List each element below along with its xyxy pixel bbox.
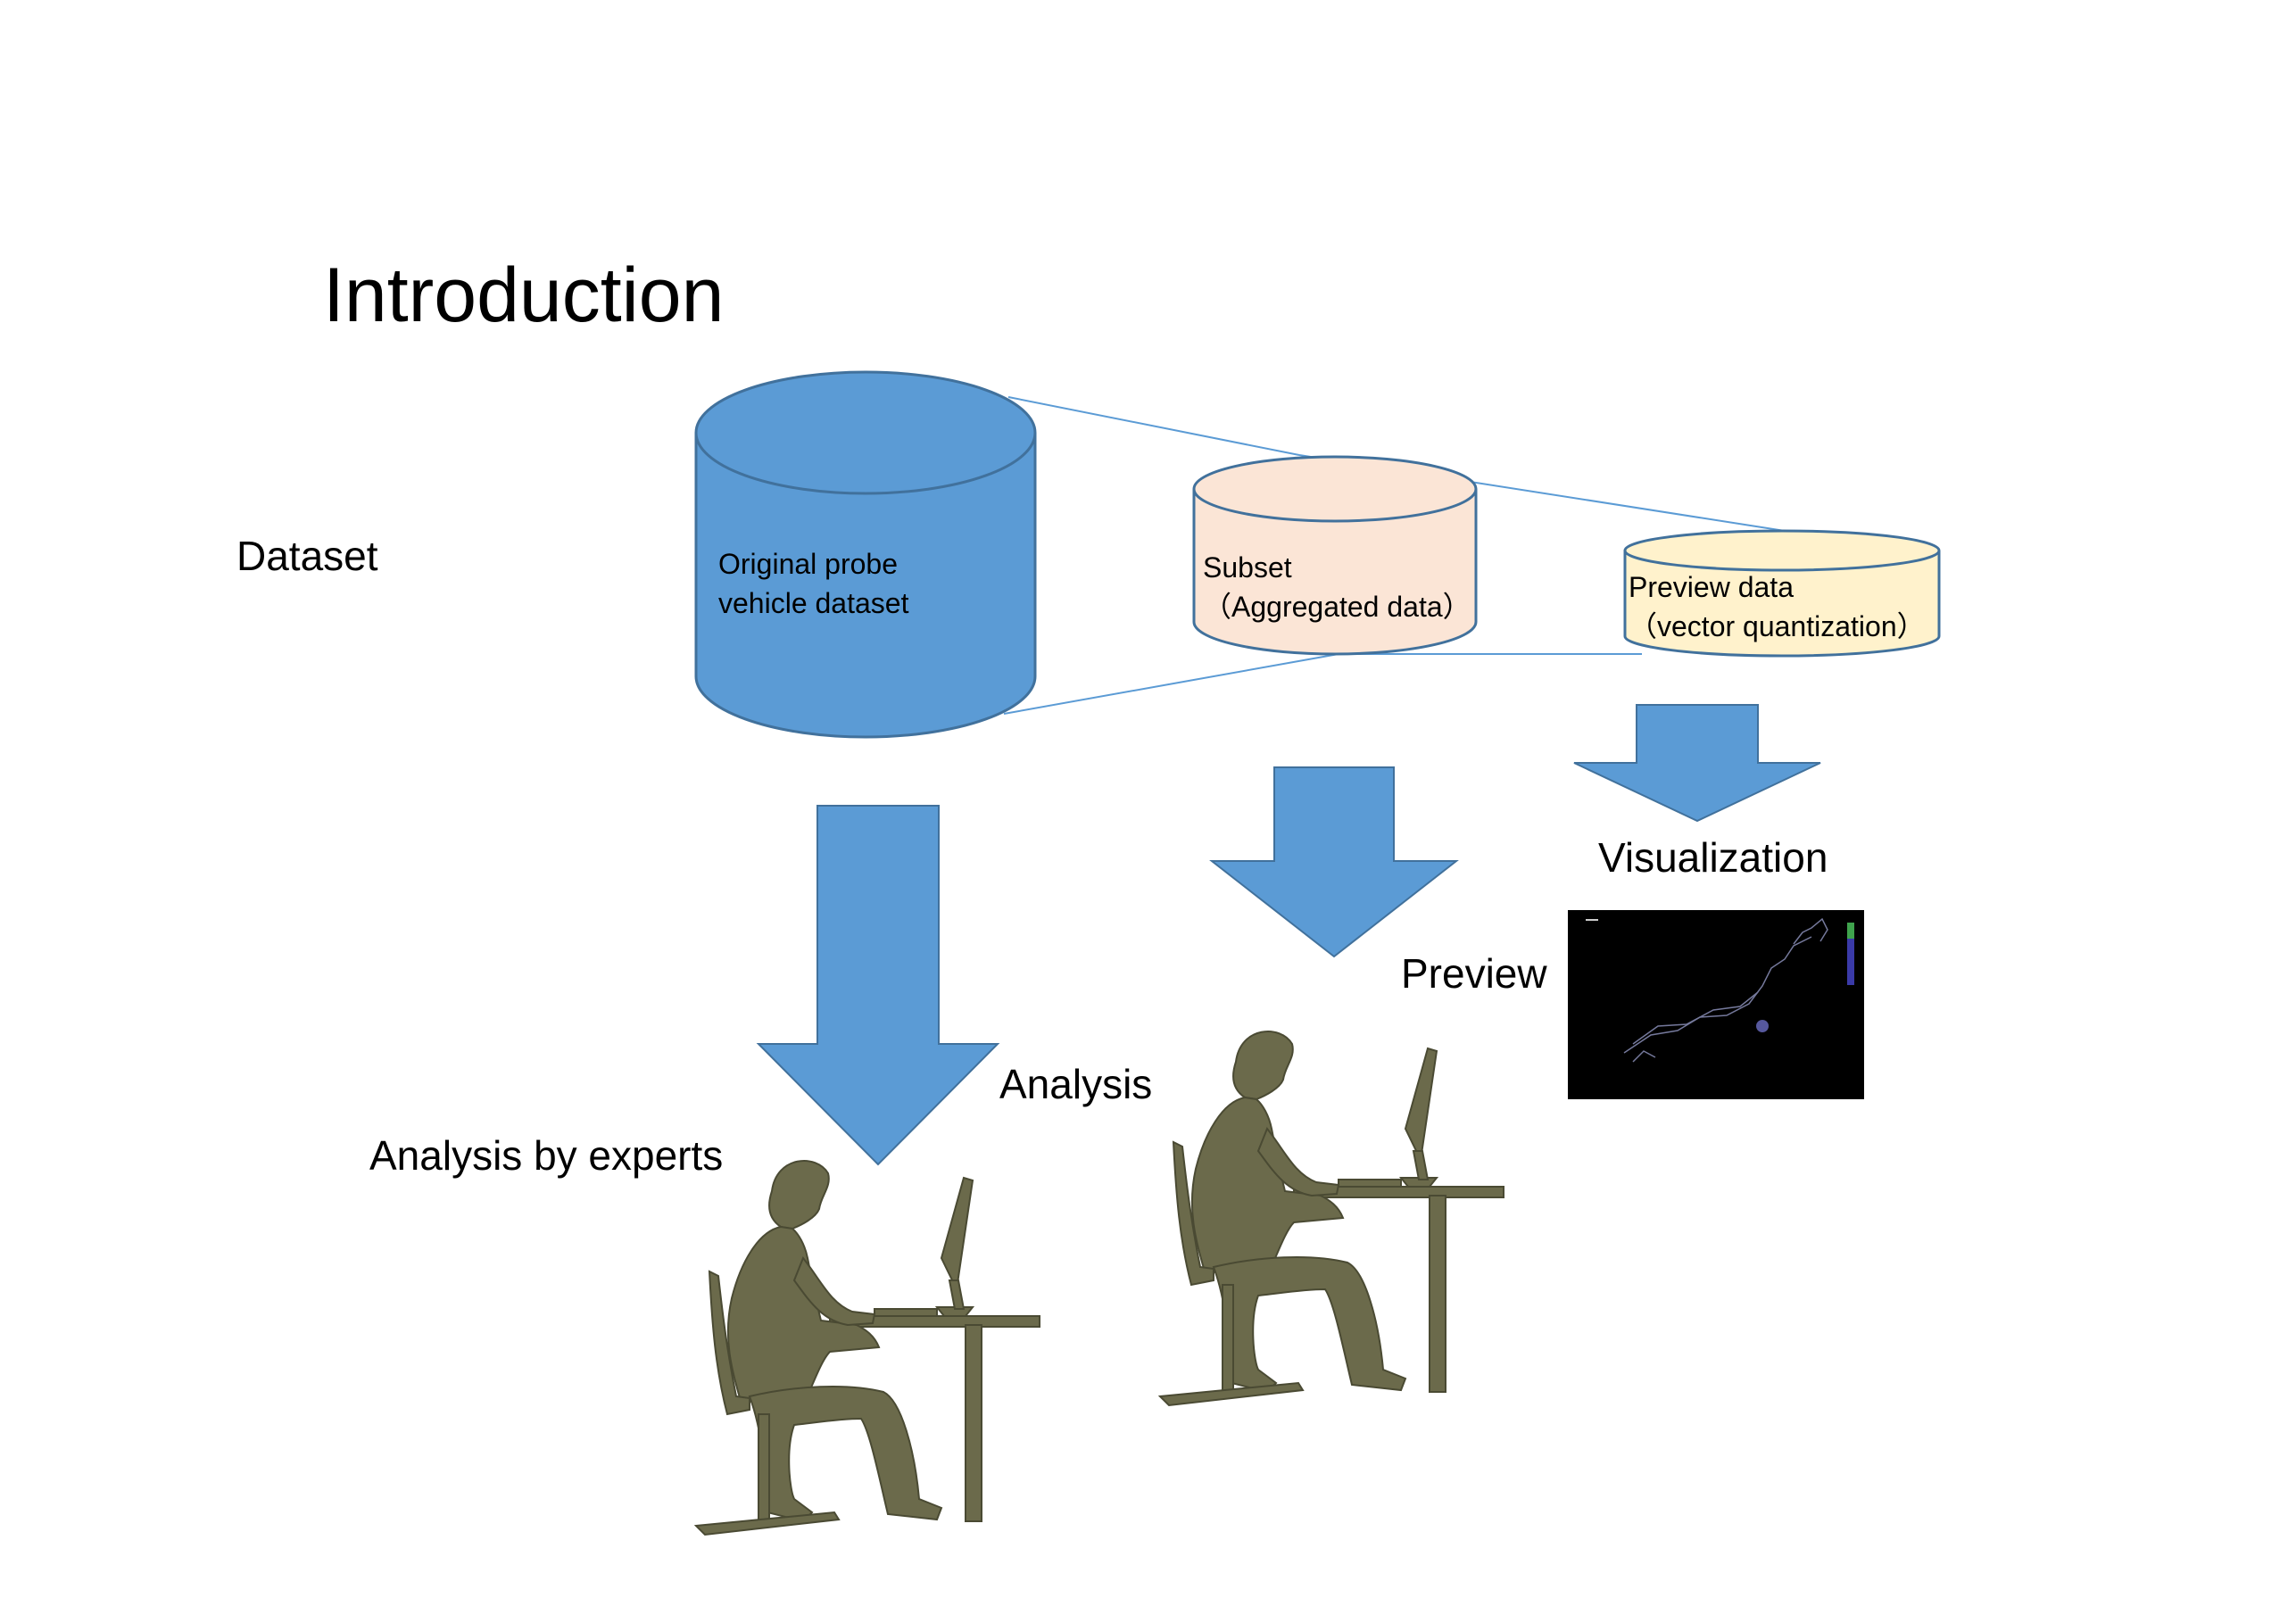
subset-label-line2: （Aggregated data） [1203,591,1471,623]
dataset-label: Dataset [236,533,378,579]
arrow-analysis-by-experts [756,805,1000,1166]
subset-label-line1: Subset [1203,551,1292,584]
original-dataset-label: Original probe vehicle dataset [718,544,908,623]
slide-title: Introduction [323,253,725,338]
analysis-by-experts-label: Analysis by experts [369,1132,724,1179]
preview-data-label-line1: Preview data [1629,571,1794,603]
original-dataset-label-line1: Original probe [718,548,898,580]
visualization-label: Visualization [1598,834,1828,881]
visualization-thumbnail [1568,910,1864,1099]
person-at-computer-left-icon [693,1160,1040,1536]
original-dataset-label-line2: vehicle dataset [718,587,909,619]
arrow-analysis [1209,766,1459,958]
arrow-visualization [1573,704,1821,823]
japan-map-thumbnail [1623,917,1828,1063]
subset-cylinder [1192,455,1478,656]
preview-data-cylinder [1623,529,1941,658]
preview-data-label: Preview data （vector quantization） [1629,567,1926,646]
subset-label: Subset （Aggregated data） [1203,548,1471,626]
preview-data-label-line2: （vector quantization） [1629,610,1926,642]
analysis-label: Analysis [999,1061,1153,1107]
original-dataset-cylinder [694,370,1037,739]
person-at-computer-middle-icon [1157,1031,1504,1407]
preview-label: Preview [1401,950,1547,997]
